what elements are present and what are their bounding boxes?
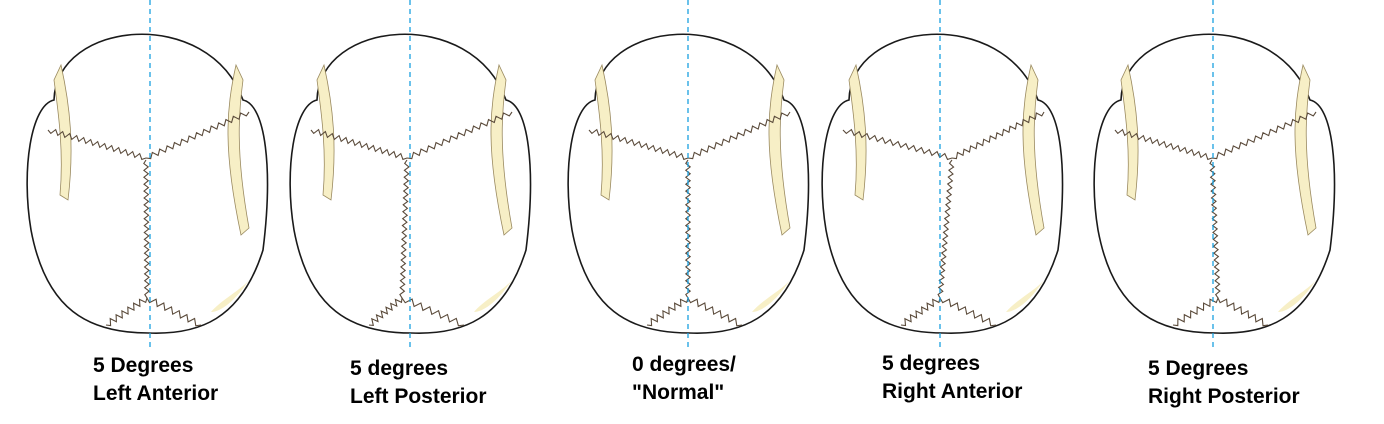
skull-left-posterior <box>289 0 532 350</box>
sagittal-suture <box>399 159 410 299</box>
skull-left-anterior <box>26 0 269 350</box>
caption-line-1: 5 Degrees <box>1148 357 1249 380</box>
caption-line-1: 5 degrees <box>350 357 449 380</box>
caption-line-1: 5 degrees <box>882 352 981 375</box>
temporal-shading-right <box>768 63 791 236</box>
caption-line-2: Right Anterior <box>882 380 1023 403</box>
caption-right-posterior: 5 Degrees Right Posterior <box>1148 355 1300 411</box>
parietal-shading <box>1006 280 1044 312</box>
temporal-shading-left <box>594 63 613 201</box>
parietal-shading <box>1278 280 1316 312</box>
caption-line-1: 5 Degrees <box>93 354 194 377</box>
sagittal-suture <box>1209 159 1221 299</box>
skull-outline <box>26 33 269 334</box>
skull-right-anterior <box>821 0 1064 350</box>
coronal-suture <box>842 111 1045 161</box>
skull-normal <box>567 0 810 350</box>
coronal-suture <box>47 111 250 161</box>
caption-line-1: 0 degrees/ <box>632 353 736 376</box>
caption-left-posterior: 5 degrees Left Posterior <box>350 355 487 411</box>
caption-line-2: Right Posterior <box>1148 385 1300 408</box>
parietal-shading <box>211 280 249 312</box>
caption-line-2: Left Posterior <box>350 385 487 408</box>
temporal-shading-right <box>227 63 250 236</box>
coronal-suture <box>1114 111 1317 161</box>
temporal-shading-right <box>490 63 513 236</box>
sagittal-suture <box>937 159 955 299</box>
parietal-shading <box>474 280 512 312</box>
caption-left-anterior: 5 Degrees Left Anterior <box>93 352 218 408</box>
sagittal-suture <box>143 159 150 299</box>
sagittal-suture <box>684 159 692 299</box>
caption-line-2: Left Anterior <box>93 382 219 405</box>
caption-line-2: "Normal" <box>632 381 725 404</box>
lambdoid-suture <box>1172 296 1269 327</box>
caption-normal: 0 degrees/ "Normal" <box>632 351 736 407</box>
lambdoid-suture <box>105 296 202 327</box>
skull-outline <box>821 33 1064 334</box>
skull-outline <box>1093 33 1336 334</box>
coronal-suture <box>310 111 513 161</box>
temporal-shading-right <box>1022 63 1045 236</box>
lambdoid-suture <box>368 296 465 327</box>
caption-right-anterior: 5 degrees Right Anterior <box>882 350 1022 406</box>
temporal-shading-right <box>1294 63 1317 236</box>
skull-right-posterior <box>1093 0 1336 350</box>
parietal-shading <box>752 280 790 312</box>
